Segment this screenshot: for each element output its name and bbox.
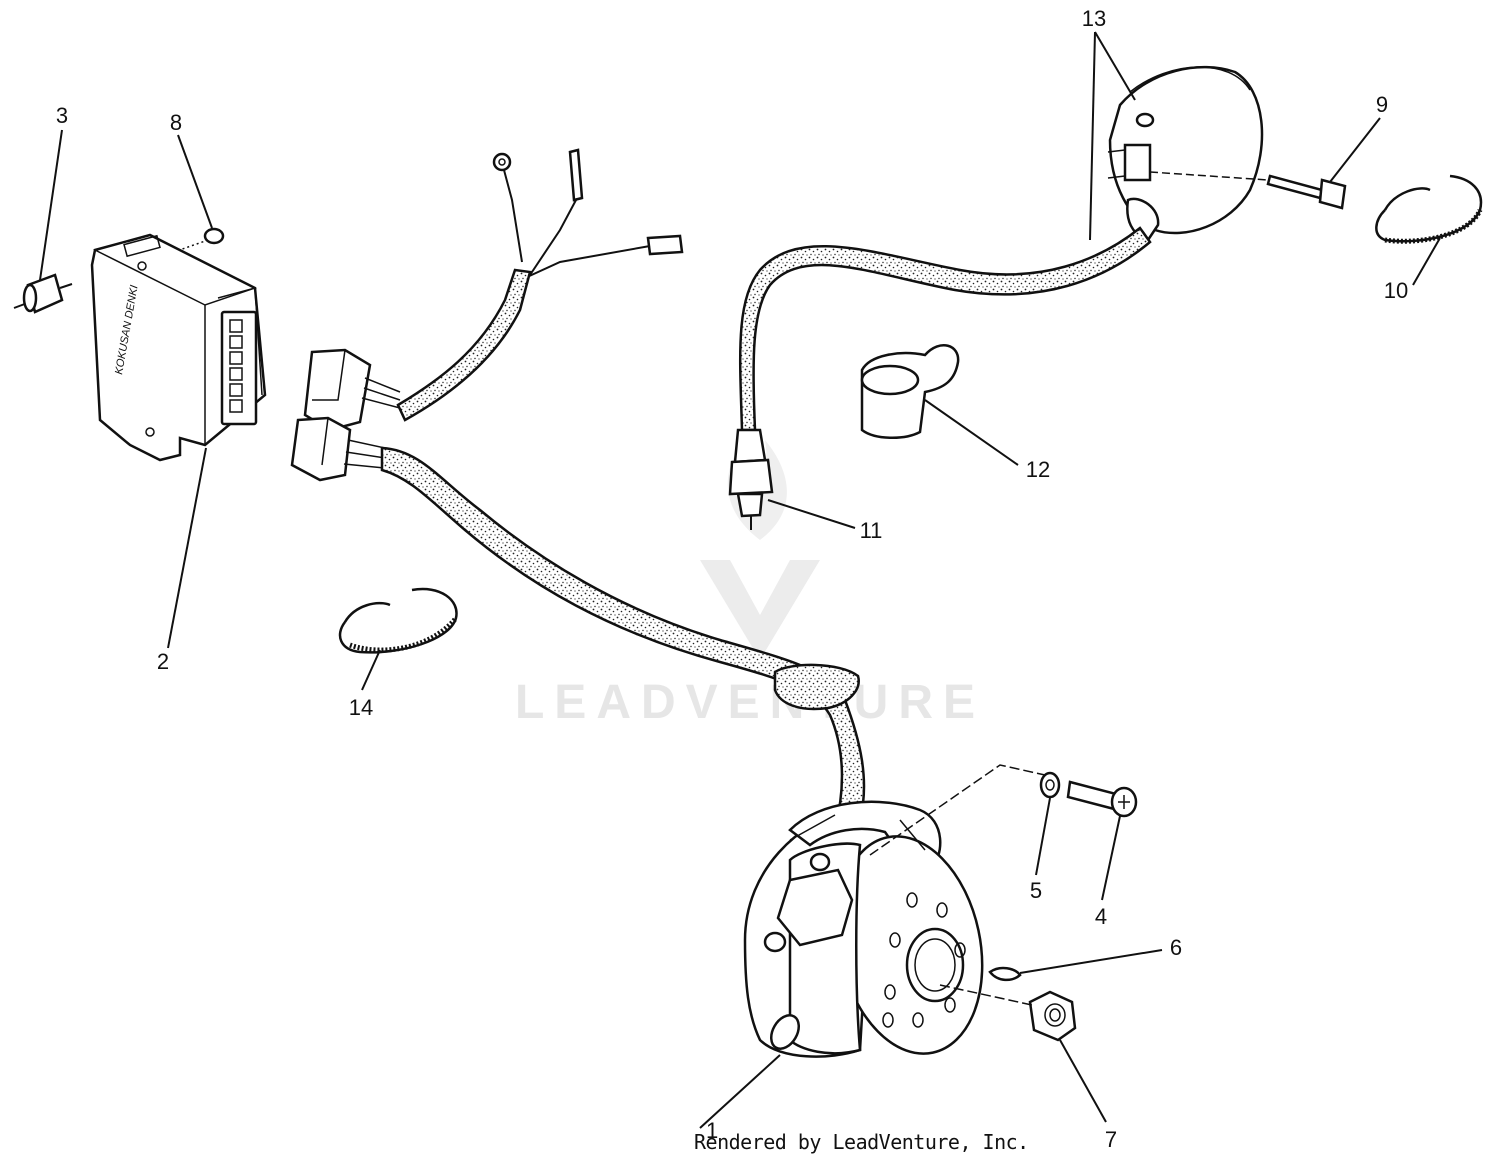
- callout-3: 3: [56, 103, 68, 128]
- part-1-stator-assembly: [743, 800, 984, 1058]
- harness-connector: [290, 348, 401, 482]
- callout-4: 4: [1095, 904, 1107, 929]
- callout-13: 13: [1082, 6, 1106, 31]
- part-2-cdi-module: KOKUSAN DENKI: [90, 233, 267, 462]
- callout-14: 14: [349, 695, 373, 720]
- assembly-leader-bottom: [939, 984, 1033, 1006]
- assembly-leader-top: [869, 764, 1046, 856]
- part-9-bolt: [1149, 171, 1347, 210]
- part-10-clamp: [1375, 174, 1483, 244]
- leader-lines: [39, 31, 1441, 1129]
- high-tension-lead: [738, 226, 1152, 432]
- part-7-nut: [1028, 990, 1077, 1042]
- part-13-ignition-coil: [1107, 65, 1264, 242]
- part-4-screw: [1066, 780, 1138, 818]
- harness-leads: [492, 148, 684, 279]
- callout-9: 9: [1376, 92, 1388, 117]
- callout-5: 5: [1030, 878, 1042, 903]
- part-3-rubber-mount: [13, 273, 73, 314]
- callout-6: 6: [1170, 935, 1182, 960]
- callout-2: 2: [157, 649, 169, 674]
- part-12-plug-cap: [860, 344, 960, 439]
- part-6-key: [988, 966, 1022, 982]
- callout-11: 11: [860, 518, 883, 543]
- part-5-washer: [1039, 771, 1061, 799]
- part-14-clamp: [338, 587, 458, 654]
- watermark-text: LEADVENTURE: [515, 676, 985, 729]
- part-11-spark-plug: [728, 428, 774, 530]
- callout-10: 10: [1384, 278, 1408, 303]
- harness-tube-lower: [380, 446, 866, 837]
- harness-tube-upper: [396, 268, 532, 422]
- leadventure-watermark: LEADVENTURE: [515, 440, 985, 729]
- callout-1: 1: [706, 1118, 718, 1143]
- callout-7: 7: [1105, 1127, 1117, 1152]
- callout-8: 8: [170, 110, 182, 135]
- render-credit: Rendered by LeadVenture, Inc.: [694, 1130, 1029, 1154]
- harness-grommet: [773, 663, 860, 711]
- callout-12: 12: [1026, 457, 1050, 482]
